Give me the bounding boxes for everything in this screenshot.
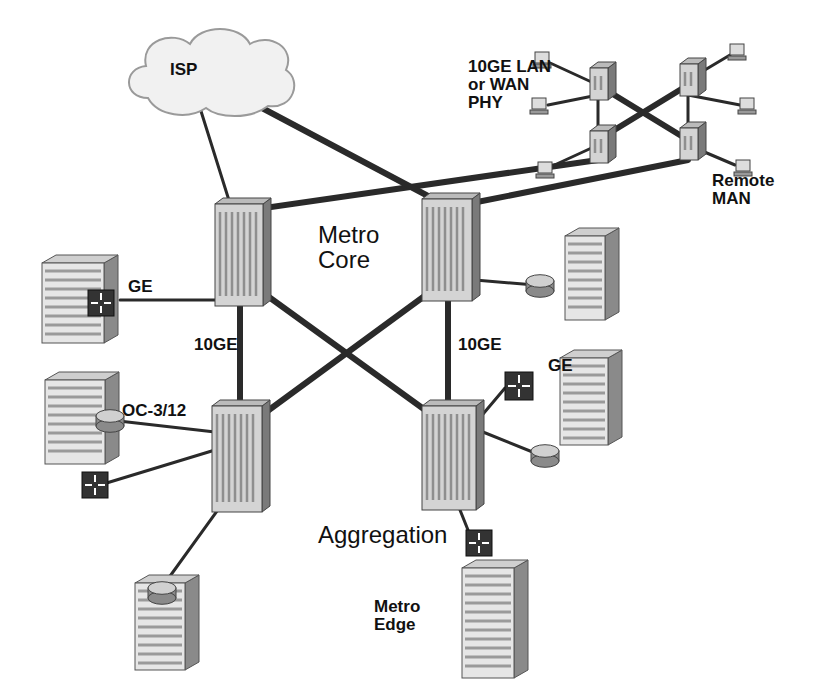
switch-chassis bbox=[680, 122, 706, 160]
switch-icon bbox=[82, 472, 108, 498]
link-label: GE bbox=[128, 278, 168, 296]
switch-chassis bbox=[422, 400, 484, 510]
region-label: Remote MAN bbox=[712, 172, 782, 208]
link-label: 10GE LAN or WAN PHY bbox=[468, 58, 560, 112]
building-icon bbox=[565, 228, 619, 320]
pc-icon bbox=[536, 162, 554, 178]
switch-chassis bbox=[215, 198, 271, 306]
router-icon bbox=[531, 445, 559, 468]
switch-icon bbox=[505, 372, 533, 400]
router-icon bbox=[526, 275, 554, 298]
link-label: 10GE bbox=[458, 336, 506, 354]
switch-chassis bbox=[590, 62, 616, 100]
building-icon bbox=[42, 255, 118, 343]
cloud-node: ISP bbox=[118, 18, 303, 123]
link-label: GE bbox=[548, 357, 588, 375]
region-label: Aggregation bbox=[318, 522, 468, 547]
link-label: OC-3/12 bbox=[122, 402, 202, 420]
switch-chassis bbox=[212, 400, 270, 512]
switch-icon bbox=[466, 530, 492, 556]
switch-chassis bbox=[422, 193, 480, 301]
switch-chassis bbox=[680, 58, 706, 96]
router-icon bbox=[96, 410, 124, 433]
link-label: 10GE bbox=[194, 336, 242, 354]
region-label: Metro Edge bbox=[374, 598, 460, 634]
pc-icon bbox=[738, 98, 756, 114]
node-label: ISP bbox=[170, 60, 197, 80]
pc-icon bbox=[530, 98, 548, 114]
device-icons bbox=[42, 44, 756, 678]
switch-icon bbox=[88, 290, 114, 316]
access-links bbox=[100, 55, 740, 590]
router-icon bbox=[148, 582, 176, 605]
building-icon bbox=[135, 575, 199, 670]
pc-icon bbox=[728, 44, 746, 60]
cloud-outline bbox=[118, 18, 303, 123]
region-label: Metro Core bbox=[318, 222, 398, 272]
switch-chassis bbox=[590, 125, 616, 163]
building-icon bbox=[462, 560, 528, 678]
